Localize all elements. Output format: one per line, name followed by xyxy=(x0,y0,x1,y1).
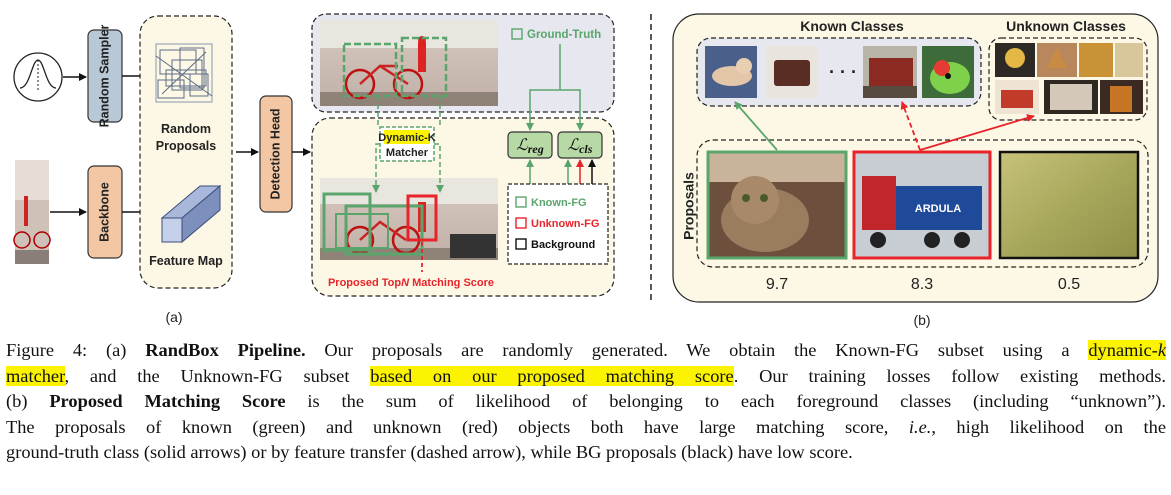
legend-background: Background xyxy=(531,239,595,251)
known-classes-ellipsis: · · · xyxy=(829,62,857,82)
loss-cls-label: ℒcls xyxy=(568,137,593,156)
caption-b-prefix: (b) xyxy=(6,391,50,411)
score-cat: 9.7 xyxy=(766,276,788,293)
svg-text:ARDULA: ARDULA xyxy=(915,203,961,215)
loss-cls-box xyxy=(557,131,603,159)
unknown-classes-thumbs xyxy=(995,43,1143,114)
matching-score-label: Proposed TopN Matching Score xyxy=(328,277,494,289)
figure-caption: Figure 4: (a) RandBox Pipeline. Our prop… xyxy=(6,338,1166,466)
caption-line-5: ground-truth class (solid arrows) or by … xyxy=(6,440,1166,466)
dynamic-k-matcher-label-line2: Matcher xyxy=(386,147,429,159)
feature-map-label: Feature Map xyxy=(149,254,223,268)
panel-a: Random Sampler Backbone xyxy=(13,13,615,325)
score-truck: 8.3 xyxy=(911,276,933,293)
input-image xyxy=(13,160,51,264)
unknown-classes-title: Unknown Classes xyxy=(1006,18,1126,34)
proposal-truck-image: ARDULA xyxy=(852,150,992,260)
panel-b-label: (b) xyxy=(913,312,930,328)
panel-b: Known Classes Unknown Classes · · · xyxy=(672,13,1159,328)
caption-text-2: , and the Unknown-FG subset xyxy=(64,365,371,386)
legend-unknown-fg: Unknown-FG xyxy=(531,218,599,230)
feature-map-cuboid xyxy=(160,184,222,244)
caption-text-1: Our proposals are randomly generated. We… xyxy=(305,340,1089,360)
caption-ie: i.e. xyxy=(908,416,932,437)
random-sampler-label: Random Sampler xyxy=(97,24,111,127)
ground-truth-legend-label: Ground-Truth xyxy=(527,29,601,41)
random-proposals-label-line2: Proposals xyxy=(156,139,216,153)
random-proposals-image xyxy=(155,43,213,103)
caption-highlight-matcher: matcher xyxy=(6,365,65,386)
caption-text-7: ground-truth class (solid arrows) or by … xyxy=(6,442,853,462)
legend-known-fg: Known-FG xyxy=(531,197,587,209)
caption-line-3: (b) Proposed Matching Score is the sum o… xyxy=(6,389,1166,415)
dynamic-k-matcher-label-line1: Dynamic-K xyxy=(378,132,436,144)
known-classes-title: Known Classes xyxy=(800,18,904,34)
caption-highlight-dynamic-k: dynamic-k xyxy=(1088,340,1166,360)
score-grass: 0.5 xyxy=(1058,276,1080,293)
ground-truth-image xyxy=(320,20,498,106)
caption-text-4: is the sum of likelihood of belonging to… xyxy=(285,391,1166,411)
caption-matching-score-title: Proposed Matching Score xyxy=(49,391,286,411)
caption-figure-prefix: Figure 4: (a) xyxy=(6,340,146,360)
ground-truth-legend-swatch xyxy=(511,28,523,40)
caption-highlight-matching-score: based on our proposed matching score xyxy=(370,365,734,386)
caption-text-6: , high likelihood on the xyxy=(931,416,1166,437)
caption-line-2: matcher, and the Unknown-FG subset based… xyxy=(6,364,1166,390)
random-proposals-label-line1: Random xyxy=(161,122,211,136)
caption-line-4: The proposals of known (green) and unkno… xyxy=(6,415,1166,441)
proposal-grass-image xyxy=(998,150,1140,260)
caption-pipeline-title: RandBox Pipeline. xyxy=(145,340,306,360)
proposals-vertical-label: Proposals xyxy=(681,172,697,240)
loss-reg-label: ℒreg xyxy=(516,137,544,156)
known-class-bird-thumb xyxy=(922,46,974,98)
figure-4: Random Sampler Backbone xyxy=(13,13,1159,328)
known-class-train-thumb xyxy=(863,46,917,98)
caption-line-1: Figure 4: (a) RandBox Pipeline. Our prop… xyxy=(6,338,1166,364)
proposals-image xyxy=(320,178,498,260)
gaussian-distribution-icon xyxy=(13,52,63,102)
backbone-label: Backbone xyxy=(97,182,111,242)
known-class-cat-thumb xyxy=(705,46,757,98)
known-class-bag-thumb xyxy=(766,46,818,98)
detection-head-box xyxy=(259,95,293,213)
panel-a-label: (a) xyxy=(165,309,182,325)
caption-text-3: . Our training losses follow existing me… xyxy=(733,365,1166,386)
proposal-cat-image xyxy=(706,150,848,260)
loss-reg-box xyxy=(507,131,553,159)
detection-head-label: Detection Head xyxy=(268,109,282,200)
caption-text-5: The proposals of known (green) and unkno… xyxy=(6,416,909,437)
